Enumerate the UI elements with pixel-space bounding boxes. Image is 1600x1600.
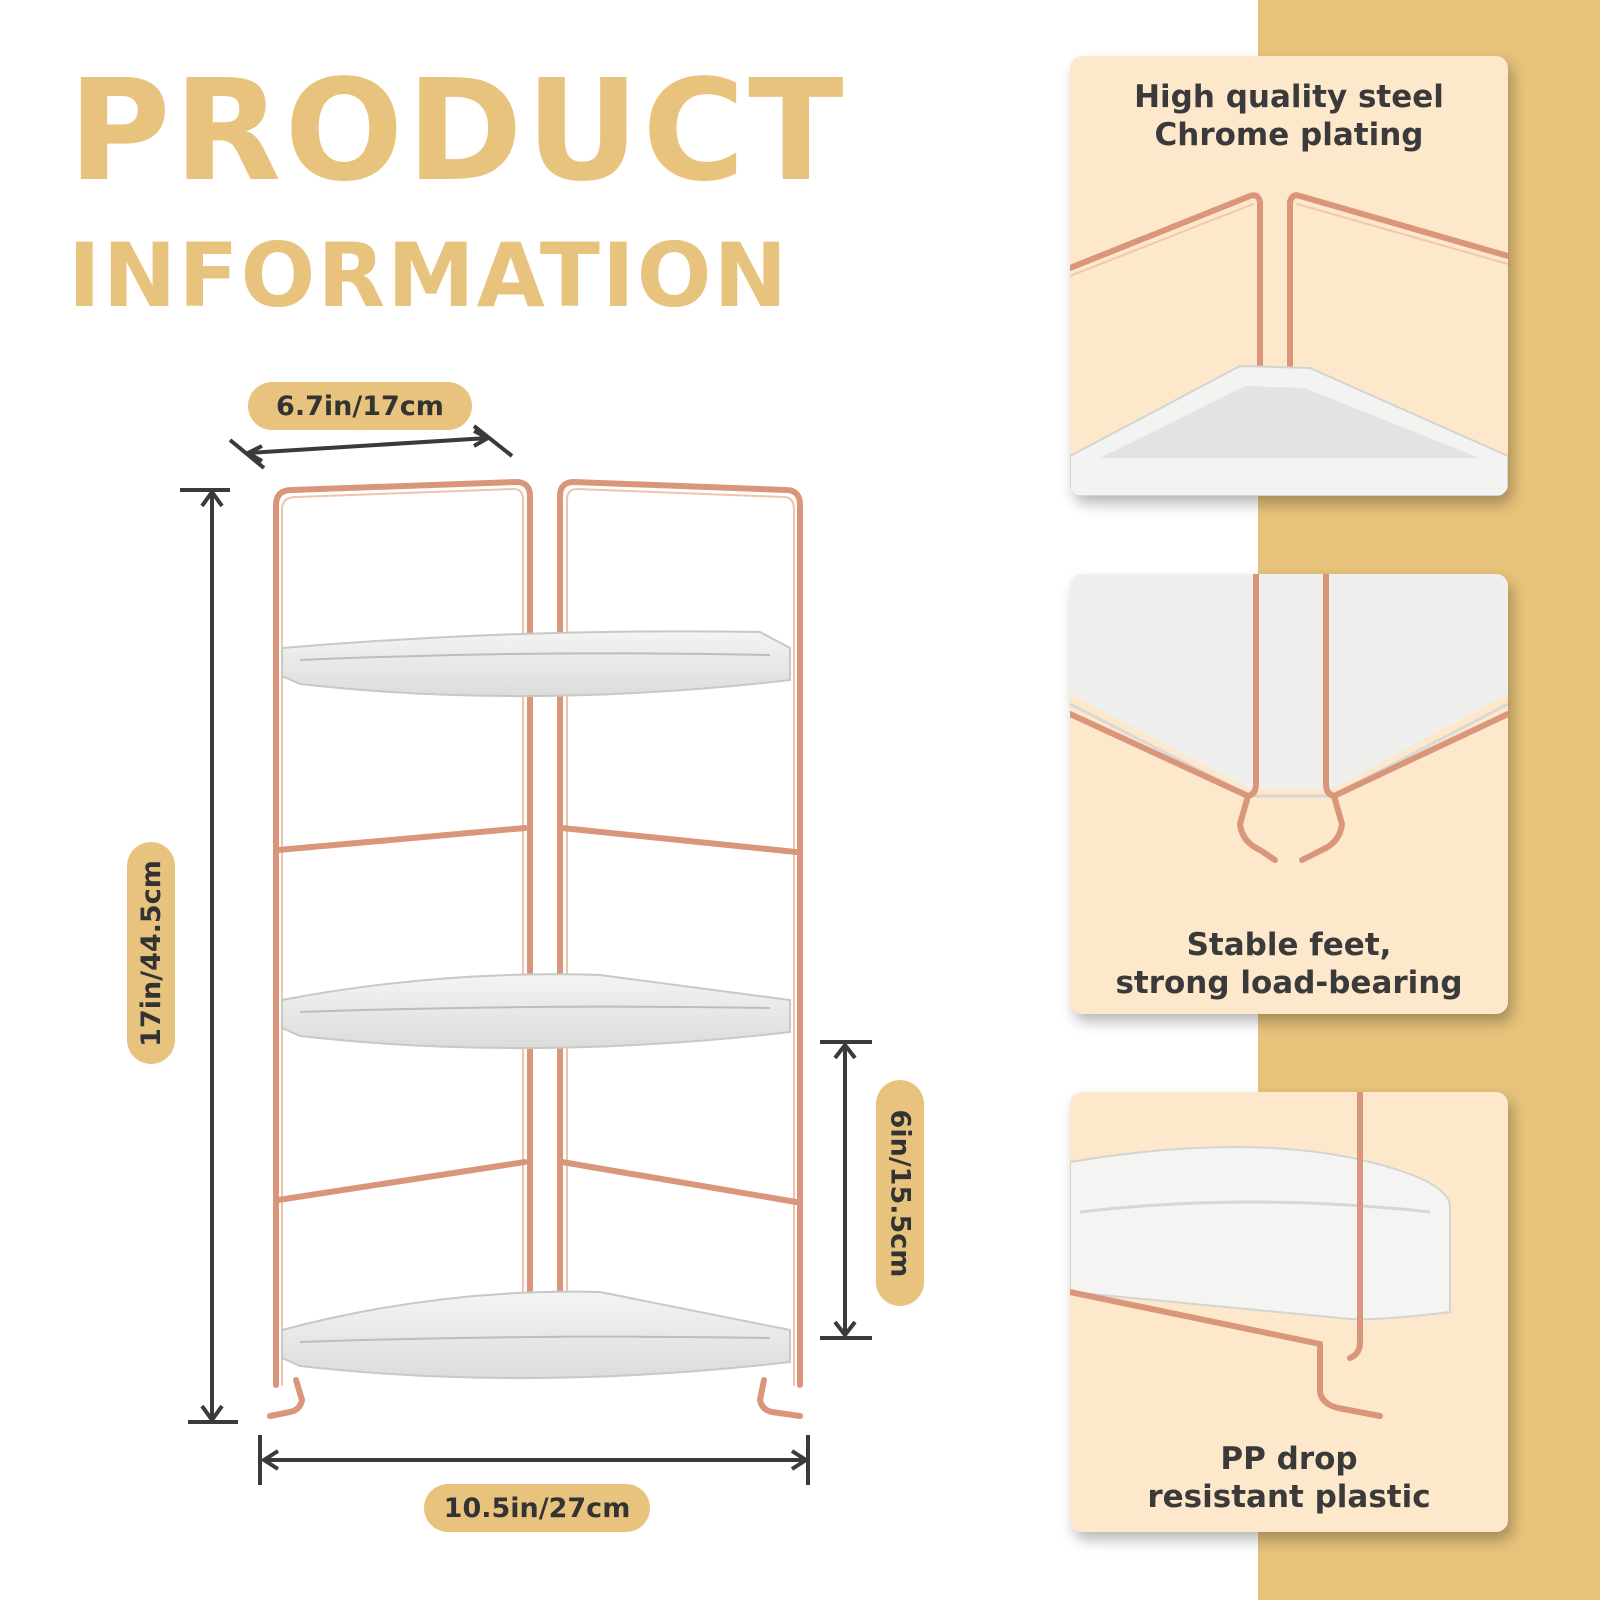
width-label: 10.5in/27cm	[424, 1484, 650, 1532]
shelf-spacing-label: 6in/15.5cm	[876, 1080, 924, 1306]
height-label: 17in/44.5cm	[127, 842, 175, 1064]
steel-frame-illustration	[1070, 192, 1508, 496]
feature-card-plastic: PP drop resistant plastic	[1070, 1092, 1508, 1532]
feature-steel-line2: Chrome plating	[1154, 117, 1424, 153]
rack-frame	[267, 479, 803, 1419]
feature-feet-line1: Stable feet,	[1186, 927, 1392, 963]
heading-information: INFORMATION	[68, 224, 790, 327]
feature-plastic-line2: resistant plastic	[1147, 1479, 1431, 1515]
dimension-lines	[180, 424, 872, 1485]
height-label-text: 17in/44.5cm	[135, 859, 167, 1047]
pp-plastic-illustration	[1070, 1092, 1451, 1419]
depth-label: 6.7in/17cm	[248, 382, 472, 430]
feature-caption-steel: High quality steel Chrome plating	[1070, 78, 1508, 154]
shelves	[281, 630, 791, 1380]
feature-feet-line2: strong load-bearing	[1115, 965, 1463, 1001]
feature-caption-feet: Stable feet, strong load-bearing	[1070, 926, 1508, 1002]
rack-diagram	[180, 424, 872, 1485]
feature-plastic-line1: PP drop	[1220, 1441, 1358, 1477]
shelf-spacing-label-text: 6in/15.5cm	[884, 1109, 916, 1277]
feature-card-steel: High quality steel Chrome plating	[1070, 56, 1508, 496]
feature-card-feet: Stable feet, strong load-bearing	[1070, 574, 1508, 1014]
feature-caption-plastic: PP drop resistant plastic	[1070, 1440, 1508, 1516]
shelf-top	[281, 630, 791, 698]
feature-steel-line1: High quality steel	[1134, 79, 1444, 115]
shelf-middle	[281, 973, 791, 1050]
stable-feet-illustration	[1070, 574, 1508, 863]
depth-line	[247, 436, 489, 455]
heading-product: PRODUCT	[68, 50, 847, 213]
shelf-bottom	[281, 1290, 791, 1380]
